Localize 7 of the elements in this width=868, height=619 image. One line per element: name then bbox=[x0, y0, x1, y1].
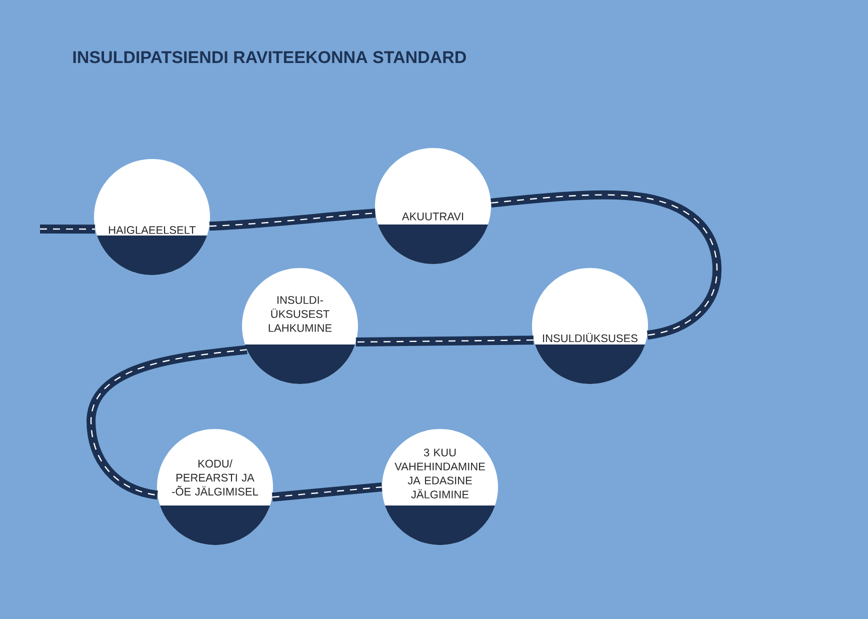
road bbox=[209, 208, 376, 231]
title: INSULDIPATSIENDI RAVITEEKONNA STANDARD bbox=[73, 51, 466, 64]
road bbox=[86, 345, 248, 500]
road bbox=[40, 224, 96, 234]
road bbox=[272, 482, 382, 502]
road bbox=[356, 336, 534, 347]
road bbox=[490, 190, 722, 340]
